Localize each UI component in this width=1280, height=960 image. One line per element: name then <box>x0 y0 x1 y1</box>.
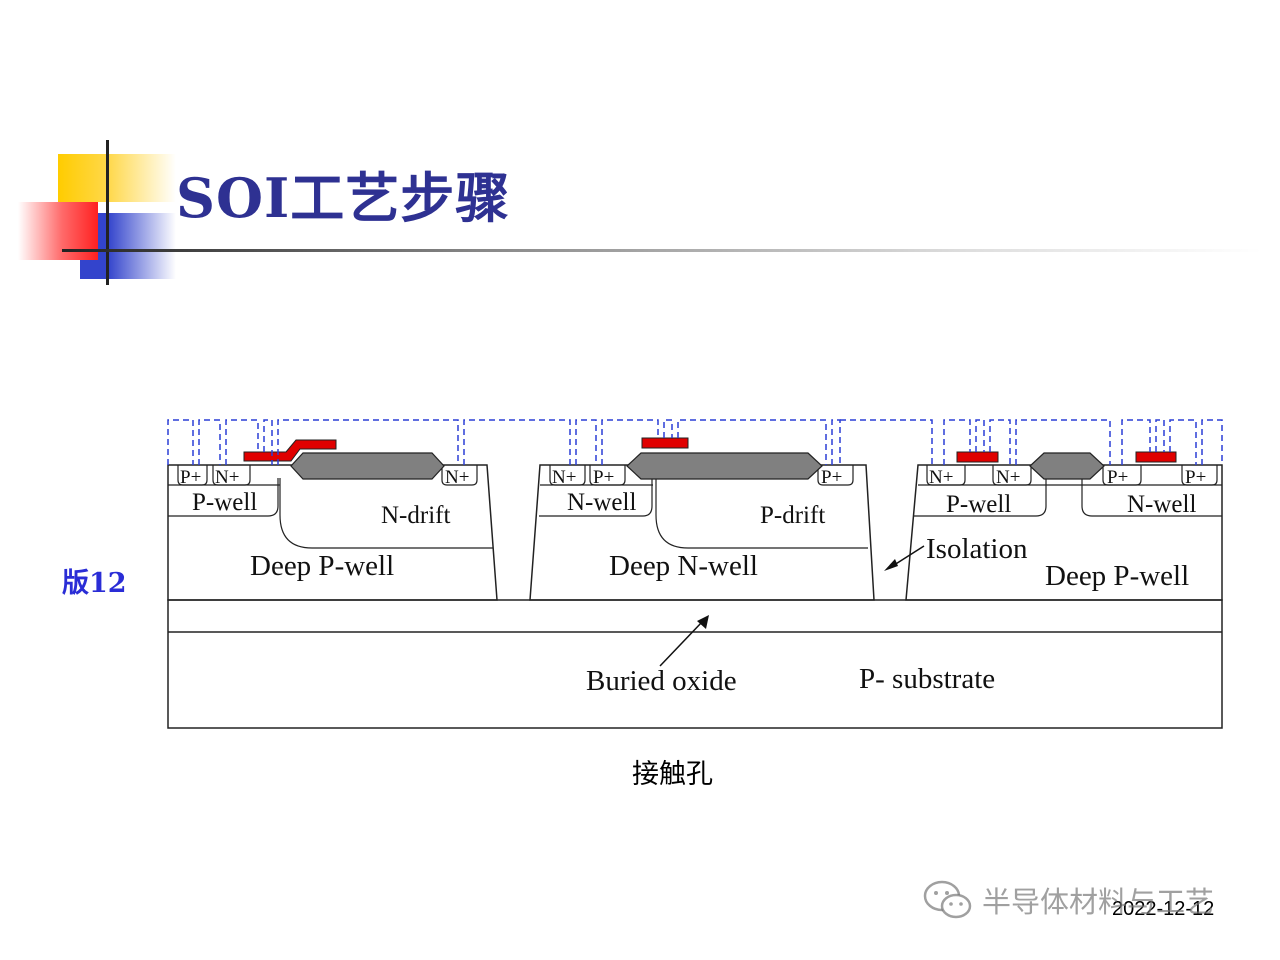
version-label: 版12 <box>62 568 127 599</box>
yellow-square-decoration <box>58 154 108 202</box>
diagram-caption: 接触孔 <box>632 759 713 790</box>
contact-label: N+ <box>929 467 953 488</box>
slide-title: SOI工艺步骤 <box>176 166 511 230</box>
well-label: P-well <box>192 489 257 516</box>
well-label: P-drift <box>760 502 825 529</box>
slide-date: 2022-12-12 <box>1112 898 1215 920</box>
yellow-gradient-decoration <box>108 154 176 202</box>
contact-label: P+ <box>1107 467 1128 488</box>
contact-label: P+ <box>821 467 842 488</box>
gate-middle <box>641 437 689 449</box>
contact-label: N+ <box>552 467 576 488</box>
field-oxide-middle <box>626 452 823 480</box>
buried-oxide-arrow <box>659 621 703 667</box>
contact-label: P+ <box>180 467 201 488</box>
deep-well-label: Deep P-well <box>250 550 394 582</box>
gate-right-2 <box>1135 451 1177 463</box>
substrate-label: P- substrate <box>859 663 995 695</box>
isolation-arrowhead <box>884 559 898 571</box>
gate-right-1 <box>956 451 999 463</box>
field-oxide-left <box>290 452 445 480</box>
contact-label: N+ <box>996 467 1020 488</box>
vertical-rule <box>106 140 109 285</box>
contact-hole-outlines <box>167 419 1223 465</box>
well-label: N-well <box>1127 491 1196 518</box>
blue-gradient-decoration <box>108 213 176 279</box>
contact-label: P+ <box>1185 467 1206 488</box>
well-label: N-well <box>567 489 636 516</box>
well-label: P-well <box>946 491 1011 518</box>
gate-left <box>243 439 337 462</box>
contact-label: N+ <box>215 467 239 488</box>
isolation-label: Isolation <box>926 533 1028 565</box>
substrate-block <box>167 599 1223 729</box>
field-oxide-right <box>1029 452 1105 480</box>
contact-label: P+ <box>593 467 614 488</box>
contact-label: N+ <box>445 467 469 488</box>
watermark: 半导体材料与工艺 <box>922 878 1214 922</box>
buried-oxide-label: Buried oxide <box>586 665 737 697</box>
well-label: N-drift <box>381 502 450 529</box>
watermark-text: 半导体材料与工艺 <box>982 885 1215 919</box>
buried-oxide-arrowhead <box>697 615 709 629</box>
horizontal-rule <box>62 249 1262 252</box>
wechat-icon <box>923 880 972 919</box>
deep-well-label: Deep N-well <box>609 550 758 582</box>
deep-well-label: Deep P-well <box>1045 560 1189 592</box>
